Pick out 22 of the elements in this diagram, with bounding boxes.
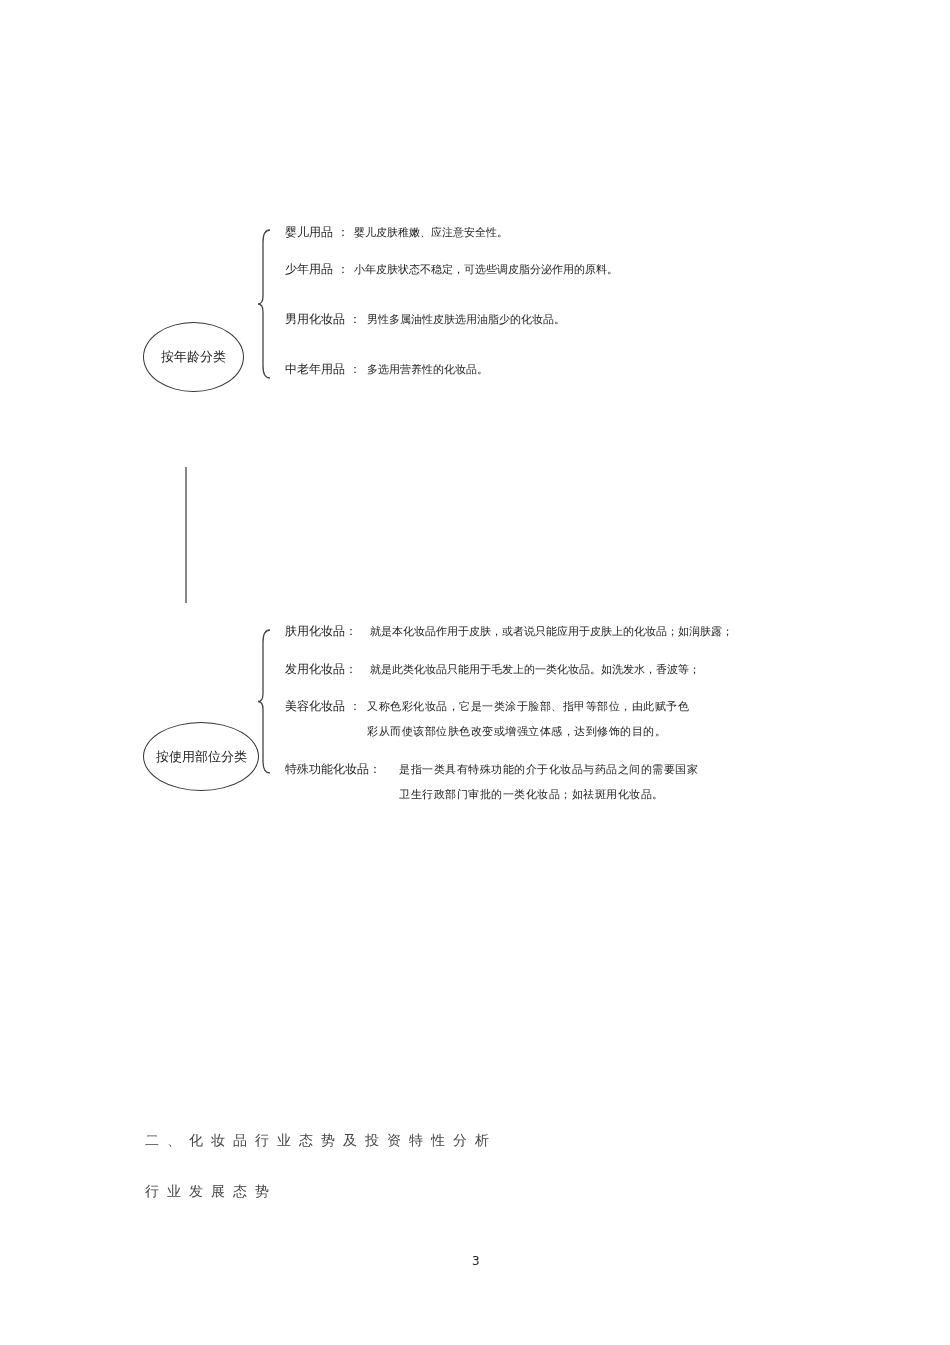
item-name: 中老年用品 ：	[285, 362, 361, 377]
category-label: 按使用部位分类	[155, 747, 247, 766]
item-description: 是指一类具有特殊功能的介于化妆品与药品之间的需要国家卫生行政部门审批的一类化妆品；如祛斑用化妆品。	[399, 762, 699, 803]
category-ellipse	[143, 722, 259, 791]
item-name: 发用化妆品：	[285, 662, 357, 677]
item-name: 肤用化妆品：	[285, 624, 357, 639]
section-heading: 二、化妆品行业态势及投资特性分析	[145, 1132, 497, 1149]
item-name: 男用化妆品 ：	[285, 312, 361, 327]
item-description: 又称色彩化妆品，它是一类涂于脸部、指甲等部位，由此赋予色彩从而使该部位肤色改变或增强立体感，达到修饰的目的。	[367, 699, 690, 740]
item-name: 婴儿用品 ：	[285, 225, 349, 240]
item-name: 少年用品 ：	[285, 262, 349, 277]
item-description: 就是此类化妆品只能用于毛发上的一类化妆品。如洗发水，香波等；	[370, 663, 700, 677]
category-label: 按年龄分类	[161, 348, 226, 366]
item-description: 婴儿皮肤稚嫩、应注意安全性。	[354, 226, 508, 240]
item-description: 小年皮肤状态不稳定，可选些调皮脂分泌作用的原料。	[354, 263, 618, 277]
item-description: 男性多属油性皮肤选用油脂少的化妆品。	[367, 313, 565, 327]
item-description: 多选用营养性的化妆品。	[367, 363, 488, 377]
item-description: 就是本化妆品作用于皮肤，或者说只能应用于皮肤上的化妆品；如润肤露；	[370, 625, 733, 639]
item-name: 美容化妆品 ：	[285, 699, 361, 714]
page-number: 3	[472, 1254, 480, 1269]
subsection-heading: 行业发展态势	[145, 1183, 277, 1200]
item-name: 特殊功能化妆品：	[285, 762, 381, 777]
